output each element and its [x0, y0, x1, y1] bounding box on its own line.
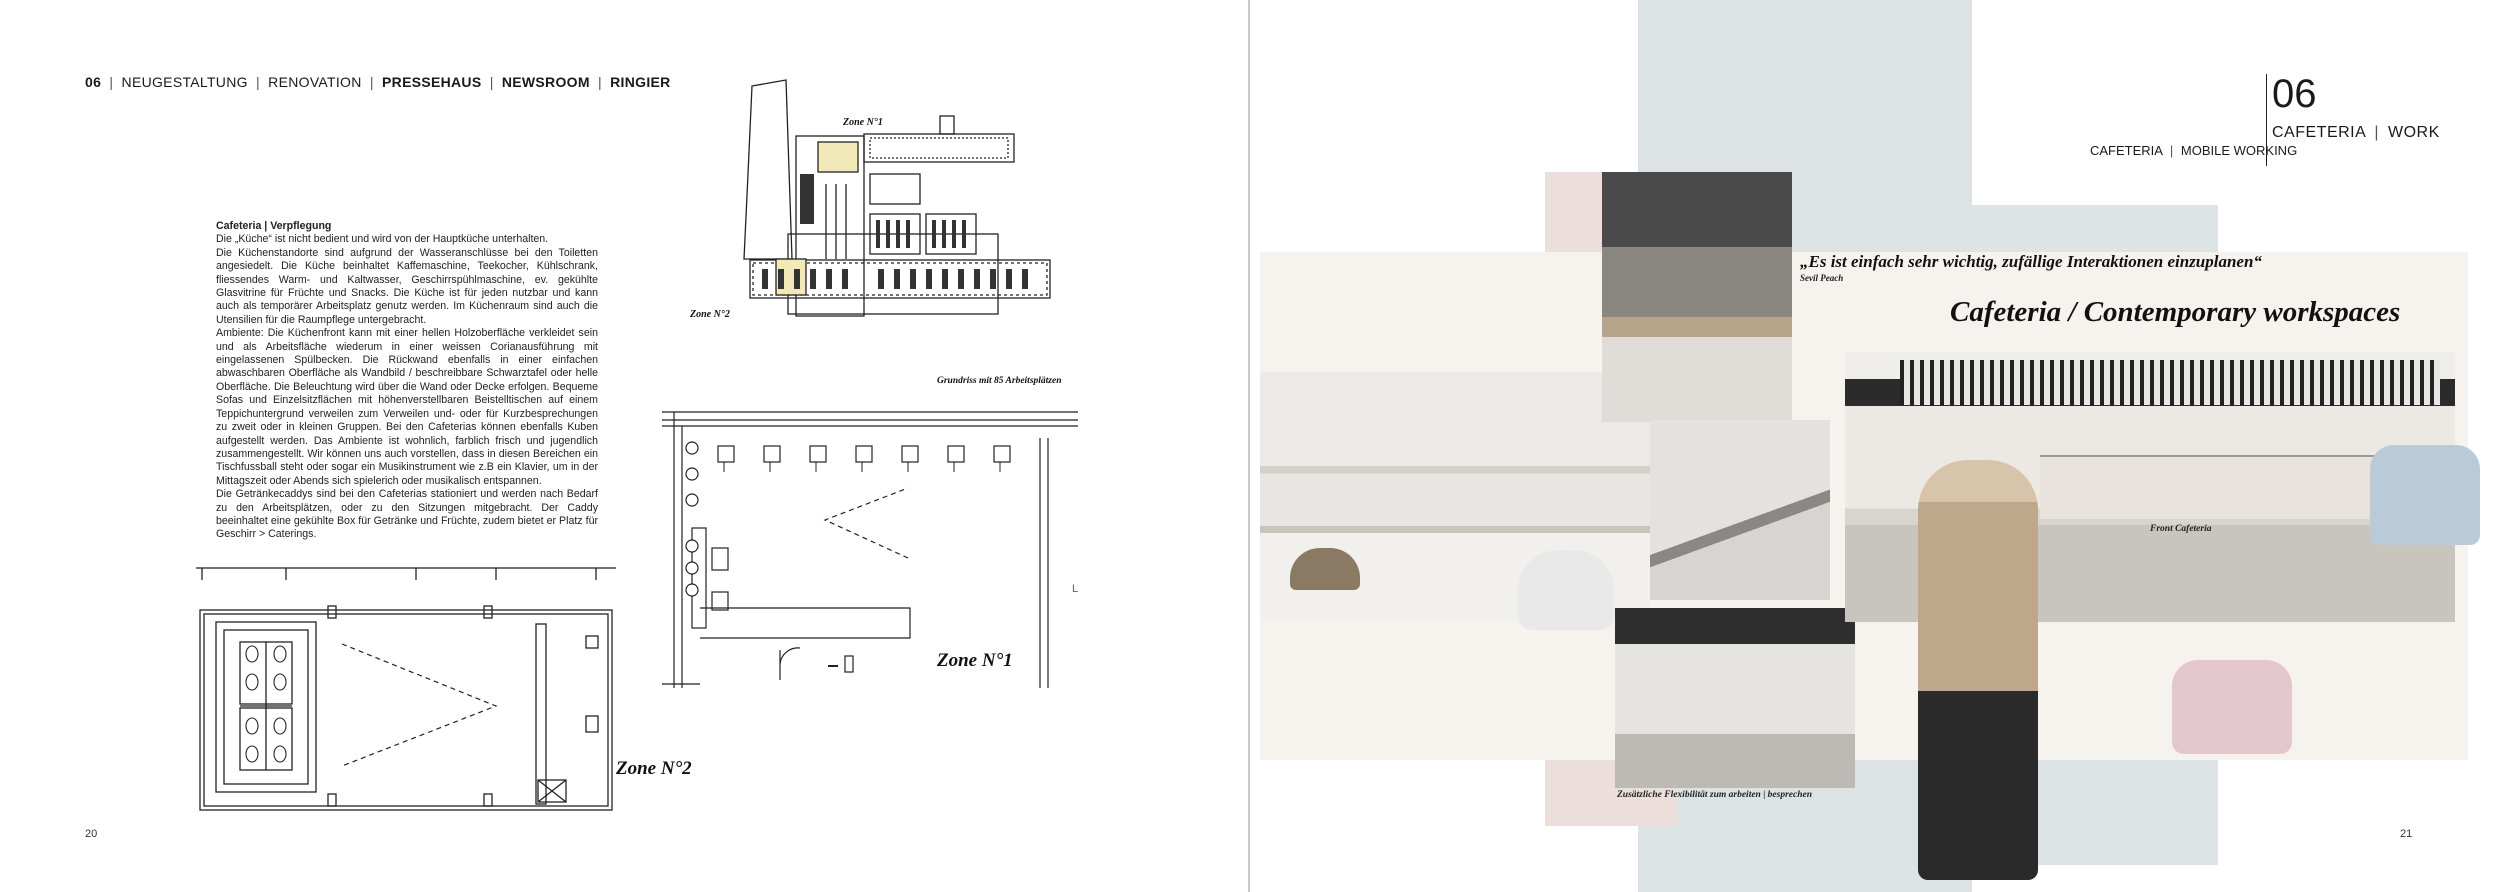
quote-text: „Es ist einfach sehr wichtig, zufällige …	[1800, 252, 2262, 271]
section-subtitle-right: CAFETERIA | MOBILE WORKING	[2090, 143, 2298, 158]
caption-flexibility: Zusätzliche Flexibilität zum arbeiten | …	[1617, 790, 1813, 800]
header-item-renovation: RENOVATION	[268, 74, 362, 90]
header-item-newsroom: NEWSROOM	[501, 74, 590, 90]
quote-author: Sevil Peach	[1800, 273, 1844, 283]
header-item-ringier: RINGIER	[610, 74, 671, 90]
blue-chair	[2370, 445, 2480, 545]
bread-photo-detail	[1290, 548, 1360, 590]
woman-figure-photo	[1918, 460, 2038, 880]
cafeteria-text-block: Cafeteria | Verpflegung Die „Küche“ ist …	[216, 220, 598, 542]
zone2-label-large: Zone N°2	[616, 758, 692, 779]
header-divider	[2266, 74, 2267, 166]
white-chair	[1518, 550, 1614, 630]
zone1-label-small: Zone N°1	[843, 117, 883, 128]
floor-plan-overview	[743, 79, 1051, 317]
text-paragraph: Die „Küche“ ist nicht bedient und wird v…	[216, 233, 549, 246]
book-wall-detail	[1900, 360, 2440, 405]
zone2-label-small: Zone N°2	[690, 309, 730, 320]
section-title-right: CAFETERIA | WORK	[2272, 124, 2440, 141]
page-number-left: 20	[85, 828, 98, 840]
left-page: 06 | NEUGESTALTUNG | RENOVATION | PRESSE…	[85, 0, 1250, 892]
plan-caption: Grundriss mit 85 Arbeitsplätzen	[937, 376, 1062, 386]
zone1-detail-plan	[662, 411, 1078, 688]
pink-chair	[2172, 660, 2292, 754]
section-number: 06	[85, 74, 102, 90]
cafe-photo-dark	[1602, 172, 1792, 422]
zone1-label-large: Zone N°1	[937, 650, 1013, 671]
section-number-right: 06	[2272, 72, 2317, 116]
flex-counter-photo	[1615, 608, 1855, 788]
header-item-pressehaus: PRESSEHAUS	[382, 74, 482, 90]
header-item-neugestaltung: NEUGESTALTUNG	[121, 74, 248, 90]
moodboard-title: Cafeteria / Contemporary workspaces	[1950, 296, 2401, 328]
text-paragraph: Die Getränkecaddys sind bei den Cafeteri…	[216, 488, 598, 541]
text-paragraph: Ambiente: Die Küchenfront kann mit einer…	[216, 327, 598, 487]
caption-front-cafeteria: Front Cafeteria	[2150, 524, 2212, 534]
plan-marker: L	[1072, 583, 1079, 595]
page-number-right: 21	[2400, 828, 2413, 840]
cafeteria-front-counter	[2040, 455, 2390, 519]
section-header: 06 | NEUGESTALTUNG | RENOVATION | PRESSE…	[85, 74, 671, 90]
white-kitchen-photo	[1650, 420, 1830, 600]
zone2-detail-plan	[196, 567, 616, 811]
text-title: Cafeteria | Verpflegung	[216, 220, 332, 232]
right-page: 06 CAFETERIA | WORK CAFETERIA | MOBILE W…	[1250, 0, 2500, 892]
text-paragraph: Die Küchenstandorte sind aufgrund der Wa…	[216, 246, 598, 326]
